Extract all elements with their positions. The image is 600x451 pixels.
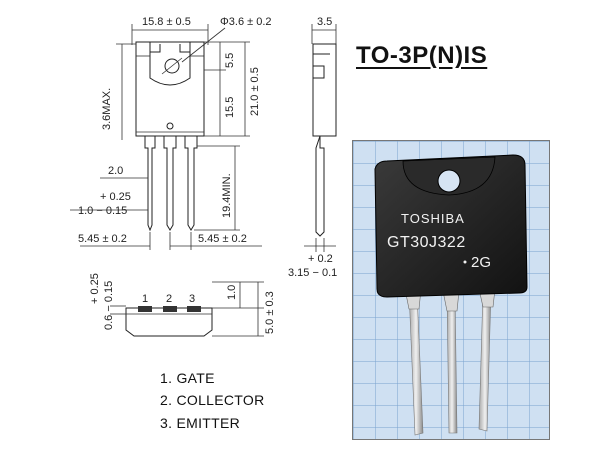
component-photo: TOSHIBA GT30J322 2G: [352, 140, 550, 440]
dim-top-to-hole: 5.5: [224, 53, 236, 68]
dim-bottom-thick: 0.6 − 0.15: [103, 281, 115, 330]
dim-lead-width: 2.0: [108, 165, 123, 177]
photo-code: 2G: [471, 254, 491, 271]
photo-leads: [404, 288, 496, 436]
dim-lead-thick-tol: + 0.25: [100, 191, 131, 203]
dim-side-lead: 3.15 − 0.1: [288, 267, 337, 279]
legend-emitter: 3. EMITTER: [160, 415, 241, 431]
dim-lead-thick: 1.0 − 0.15: [78, 205, 127, 217]
dim-pitch-left: 5.45 ± 0.2: [78, 233, 127, 245]
legend-collector: 2. COLLECTOR: [160, 392, 265, 408]
pin-label-1: 1: [142, 293, 148, 305]
side-view: 3.5 + 0.2 3.15 − 0.1: [288, 16, 337, 279]
pin-label-2: 2: [166, 293, 172, 305]
dim-bottom-h2: 5.0 ± 0.3: [264, 291, 276, 334]
dim-lead-length: 19.4MIN.: [221, 173, 233, 218]
front-leads: [144, 136, 198, 232]
dim-body-total: 21.0 ± 0.5: [249, 67, 261, 116]
dim-left-height: 3.6MAX.: [101, 88, 113, 130]
package-title: TO-3P(N)IS: [356, 42, 488, 69]
photo-part: GT30J322: [387, 234, 466, 251]
dim-side-tol: + 0.2: [308, 253, 333, 265]
dim-hole-dia: Φ3.6 ± 0.2: [220, 16, 272, 28]
pin-label-3: 3: [189, 293, 195, 305]
dim-bottom-tol: + 0.25: [89, 273, 101, 304]
legend-gate: 1. GATE: [160, 370, 215, 386]
dim-body-lower: 15.5: [224, 97, 236, 118]
dim-pitch-right: 5.45 ± 0.2: [198, 233, 247, 245]
front-view: 15.8 ± 0.5 Φ3.6 ± 0.2 3.6MAX. 5.5 15.5 2…: [70, 16, 272, 250]
dim-side-thickness: 3.5: [317, 16, 332, 28]
photo-brand: TOSHIBA: [401, 211, 465, 226]
dim-bottom-h1: 1.0: [226, 285, 238, 300]
dim-top-width: 15.8 ± 0.5: [142, 16, 191, 28]
bottom-view: 1 2 3 + 0.25 0.6 − 0.15 1.0 5.0 ± 0.3: [89, 273, 276, 337]
